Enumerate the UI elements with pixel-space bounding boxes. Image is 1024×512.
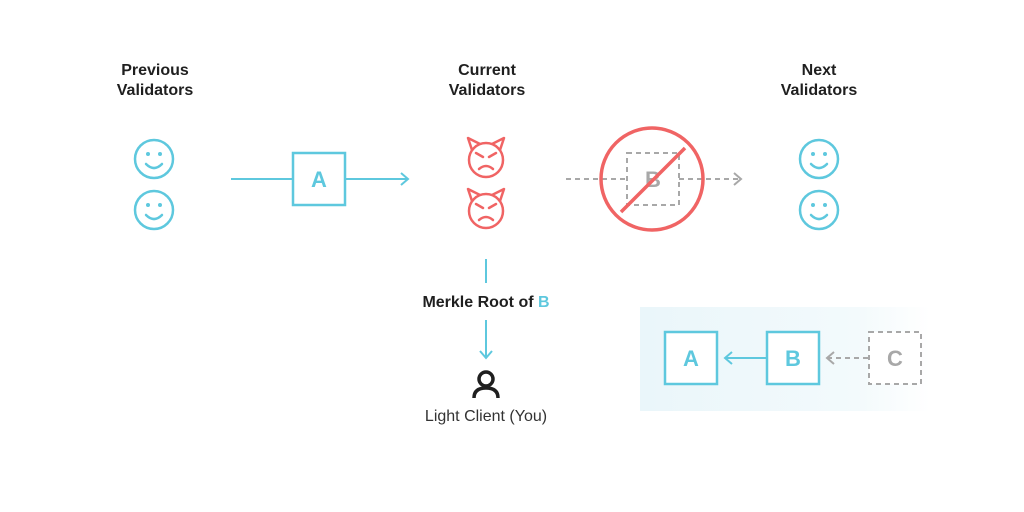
light-client-label: Light Client (You) bbox=[425, 408, 547, 425]
previous-header-line1: Previous bbox=[121, 62, 189, 79]
current-header-line1: Current bbox=[458, 62, 516, 79]
current-validator-devil-icon bbox=[466, 187, 506, 230]
next-header-line2: Validators bbox=[781, 82, 858, 99]
arrowhead-icon bbox=[733, 172, 743, 186]
block-a-label: A bbox=[311, 167, 327, 192]
current-header-line2: Validators bbox=[449, 82, 526, 99]
current-validator-devil-icon bbox=[466, 136, 506, 179]
next-validator-smiley-icon bbox=[798, 189, 840, 231]
chain-block-b: B bbox=[765, 330, 821, 386]
next-validator-smiley-icon bbox=[798, 138, 840, 180]
chain-block-a: A bbox=[663, 330, 719, 386]
next-header-line1: Next bbox=[802, 62, 837, 79]
arrowhead-icon bbox=[723, 351, 733, 365]
previous-validator-smiley-icon bbox=[133, 138, 175, 180]
merkle-root-block: B bbox=[538, 294, 550, 311]
block-a: A bbox=[291, 151, 347, 207]
arrowhead-icon bbox=[479, 350, 493, 360]
arrowhead-icon bbox=[825, 351, 835, 365]
previous-header-line2: Validators bbox=[117, 82, 194, 99]
chain-block-c-label: C bbox=[887, 346, 903, 371]
person-icon bbox=[472, 370, 500, 399]
next-validators-header: Next Validators bbox=[781, 62, 858, 99]
current-validators-header: Current Validators bbox=[449, 62, 526, 99]
merkle-root-prefix: Merkle Root of bbox=[422, 294, 538, 311]
arrowhead-icon bbox=[400, 172, 410, 186]
previous-validator-smiley-icon bbox=[133, 189, 175, 231]
previous-validators-header: Previous Validators bbox=[117, 62, 194, 99]
chain-block-b-label: B bbox=[785, 346, 801, 371]
merkle-root-label: Merkle Root of B bbox=[422, 294, 549, 311]
prohibited-icon bbox=[599, 126, 705, 232]
chain-block-c: C bbox=[868, 331, 922, 385]
chain-block-a-label: A bbox=[683, 346, 699, 371]
